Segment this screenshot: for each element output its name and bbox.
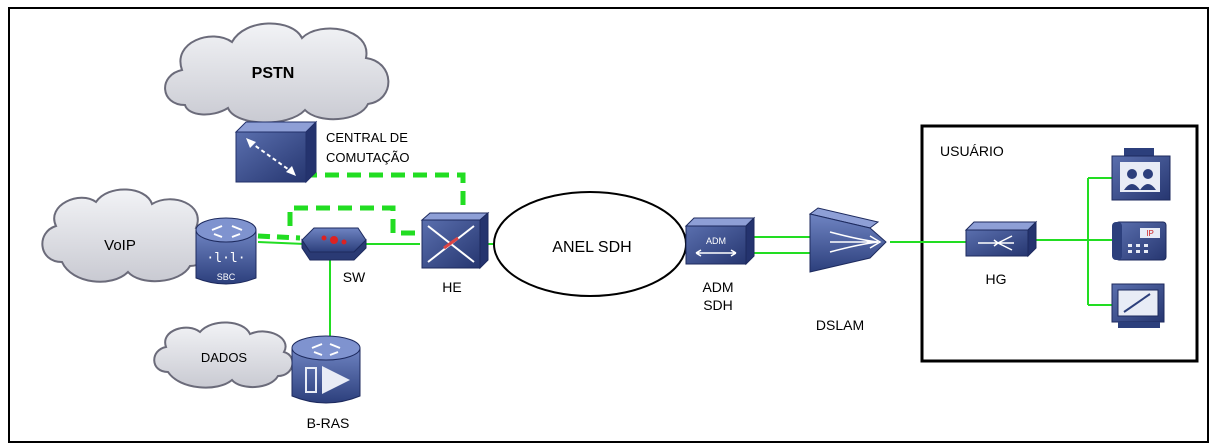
computer-icon [1111,283,1165,328]
voip-label: VoIP [104,237,136,254]
anel-sdh: ANEL SDH [493,191,687,297]
voip-cloud: VoIP [41,188,211,283]
he-device: HE [420,211,490,295]
ip-phone-icon: IP [1112,221,1167,261]
bras-device: B-RAS [291,335,361,431]
hg-label: HG [986,271,1007,287]
pstn-cloud: PSTN [164,22,390,124]
sw-label: SW [343,269,366,285]
sbc-device: ·l·l· SBC [195,217,257,285]
central-label-line2: COMUTAÇÃO [326,150,410,165]
adm-icon-text: ADM [706,236,726,246]
sbc-label: SBC [217,272,236,282]
videophone-icon [1111,148,1171,201]
central-label-line1: CENTRAL DE [326,130,408,145]
usuario-label: USUÁRIO [940,143,1004,159]
bras-label: B-RAS [307,415,350,431]
adm-device: ADM ADM SDH [684,216,756,313]
link-sbc-sw [257,241,306,245]
ip-icon-text: IP [1146,229,1154,238]
dashed-link-sbc-sw [257,233,301,241]
he-label: HE [442,279,461,295]
links [257,170,1112,338]
sw-device: SW [301,227,367,285]
dashed-link-sw-he [287,205,440,236]
anel-label: ANEL SDH [552,239,631,256]
adm-label-line1: ADM [702,279,733,295]
cloud-icon [153,321,294,389]
usuario-box [920,124,1199,363]
dados-label: DADOS [201,350,248,365]
sbc-glyph: ·l·l· [206,251,245,266]
dados-cloud: DADOS [153,321,294,389]
pstn-label: PSTN [252,65,295,82]
dslam-label: DSLAM [816,317,864,333]
central-comutacao: CENTRAL DE COMUTAÇÃO [234,120,410,184]
cloud-icon [41,188,211,283]
adm-label-line2: SDH [703,297,733,313]
diagram-frame [8,7,1209,443]
dslam-device: DSLAM [808,207,887,333]
hg-device: HG [964,220,1038,287]
